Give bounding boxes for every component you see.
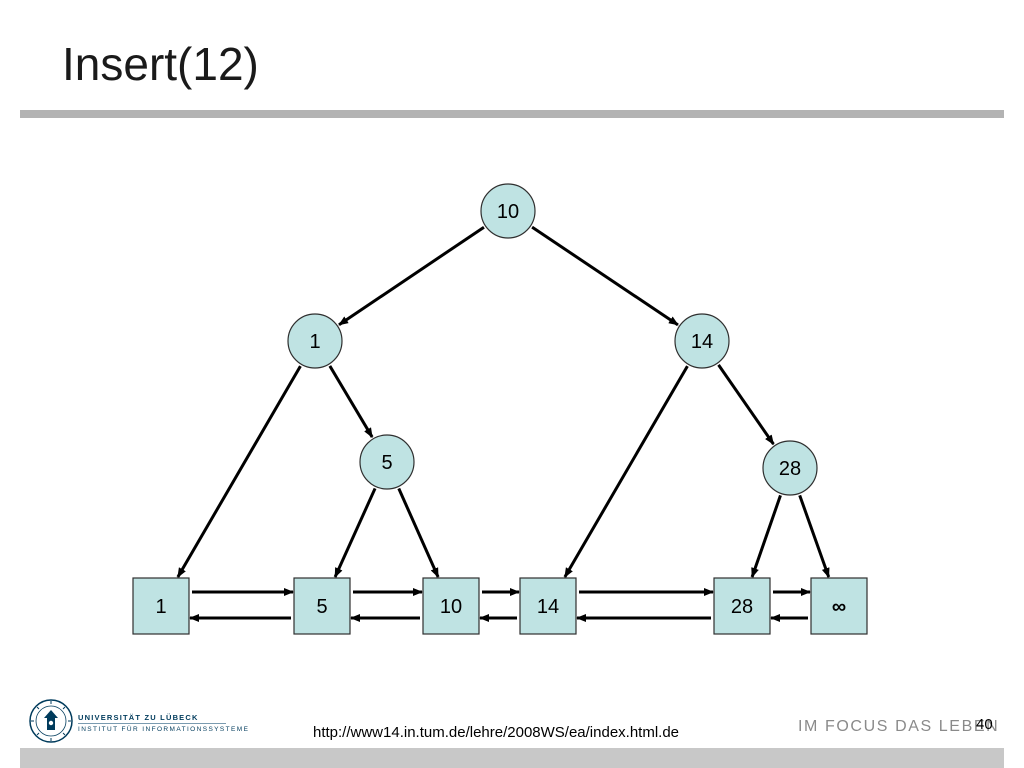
leaf-label: 10: [440, 596, 462, 618]
tree-edge-r10-n1: [338, 225, 485, 327]
leaf-label: 28: [731, 596, 753, 618]
leaf-node: ∞: [810, 577, 868, 635]
footer-bar: [20, 748, 1004, 768]
leaf-node: 1: [132, 577, 190, 635]
tree-edges: [176, 225, 831, 578]
source-url-link[interactable]: http://www14.in.tum.de/lehre/2008WS/ea/i…: [313, 724, 680, 741]
leaf-node: 10: [422, 577, 480, 635]
tree-edge-n28-l28: [750, 494, 782, 578]
tree-node-circle: [287, 313, 343, 369]
leaf-label: 14: [537, 596, 559, 618]
leaf-label: 1: [155, 596, 166, 618]
tree-edge-n28-linf: [798, 494, 831, 578]
tree-node-label: 10: [497, 201, 519, 223]
leaf-list-links: [189, 588, 811, 622]
institute-name: INSTITUT FÜR INFORMATIONSSYSTEME: [78, 726, 250, 733]
tree-node-label: 14: [691, 331, 713, 353]
tree-edge-n14-l14: [563, 365, 689, 578]
leaf-box: [293, 577, 351, 635]
tree-node-label: 5: [381, 452, 392, 474]
tree-node-label: 1: [309, 331, 320, 353]
university-name: UNIVERSITÄT ZU LÜBECK: [78, 713, 199, 722]
tree-node: 28: [762, 440, 818, 496]
university-seal-logo: [29, 699, 73, 743]
tree-edge-n1-l1: [176, 365, 302, 578]
tree-node: 10: [480, 183, 536, 239]
title-underline: [20, 110, 1004, 118]
search-tree-diagram: 10 1 14 5 28 1 5 10 14 28 ∞: [132, 183, 868, 635]
leaf-node: 5: [293, 577, 351, 635]
leaf-label: ∞: [832, 596, 846, 618]
tree-edge-r10-n14: [531, 225, 679, 327]
slide-title: Insert(12): [62, 38, 259, 90]
tree-node-label: 28: [779, 458, 801, 480]
leaf-node: 28: [713, 577, 771, 635]
page-number: 40: [976, 716, 993, 733]
tree-node-circle: [359, 434, 415, 490]
university-motto: IM FOCUS DAS LEBEN: [798, 718, 1000, 735]
tree-node-circle: [480, 183, 536, 239]
leaf-list: 1 5 10 14 28 ∞: [132, 577, 868, 635]
logo-divider: [78, 723, 226, 724]
leaf-box: [422, 577, 480, 635]
tree-node: 5: [359, 434, 415, 490]
leaf-node: 14: [519, 577, 577, 635]
tree-edge-n14-n28: [717, 363, 775, 446]
leaf-box: [713, 577, 771, 635]
leaf-box: [132, 577, 190, 635]
tree-edge-n5-l5: [333, 487, 377, 578]
leaf-label: 5: [316, 596, 327, 618]
tree-node-circle: [674, 313, 730, 369]
tree-nodes: 10 1 14 5 28: [287, 183, 818, 496]
tree-edge-n5-l10: [397, 487, 440, 578]
tree-node: 14: [674, 313, 730, 369]
tree-edge-n1-n5: [328, 365, 374, 438]
leaf-box: [810, 577, 868, 635]
tree-node-circle: [762, 440, 818, 496]
tree-node: 1: [287, 313, 343, 369]
leaf-box: [519, 577, 577, 635]
